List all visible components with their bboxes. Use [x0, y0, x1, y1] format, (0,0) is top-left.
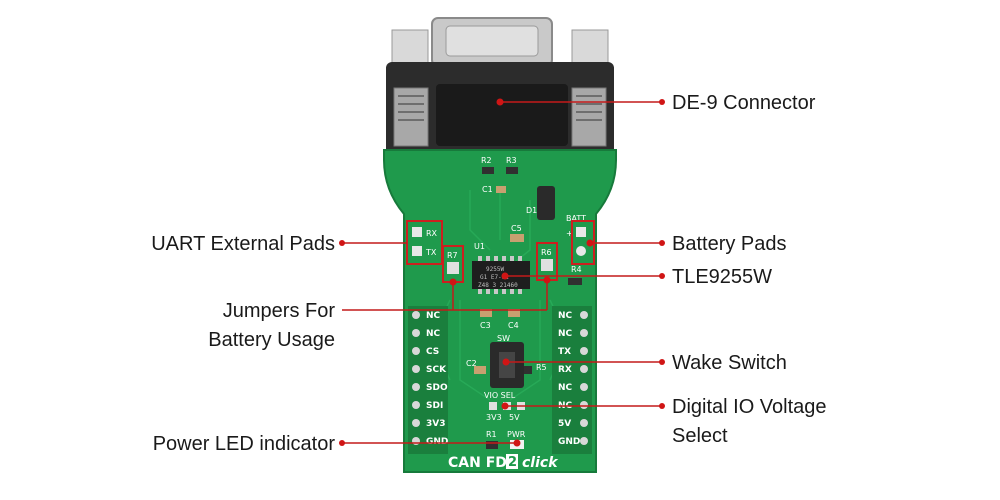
chip-marking-line3: Z48 3 21460 [478, 282, 518, 289]
label-vio-line2: Select [672, 425, 728, 447]
uart-pads-graphic [412, 227, 422, 256]
silk-sw: SW [497, 334, 510, 343]
silk-d1: D1 [526, 206, 537, 215]
label-power-led-indicator: Power LED indicator [153, 433, 336, 455]
small-components [474, 167, 582, 449]
label-uart-external-pads: UART External Pads [151, 233, 335, 255]
label-jumpers-line1: Jumpers For [223, 300, 336, 322]
silk-c2: C2 [466, 359, 477, 368]
silk-r6: R6 [541, 248, 552, 257]
chip-marking-line1: 9255W [486, 266, 504, 273]
silk-vio-sel: VIO SEL [484, 391, 516, 400]
silk-r3: R3 [506, 156, 517, 165]
right-pin-3: TX [558, 347, 571, 357]
silk-c5: C5 [511, 224, 522, 233]
left-pin-6: SDI [426, 401, 443, 411]
left-pin-7: 3V3 [426, 419, 446, 429]
brand-number: 2 [508, 455, 517, 470]
dot-vio [501, 402, 509, 410]
dot-wake [502, 358, 510, 366]
silk-r4: R4 [571, 265, 582, 274]
right-pin-5: NC [558, 383, 573, 393]
dot-battery-pads [586, 239, 594, 247]
callout-labels: DE-9 Connector UART External Pads Batter… [151, 92, 826, 455]
right-pin-8: GND [558, 437, 580, 447]
dot-jumper-r7 [449, 278, 457, 286]
label-de9-connector: DE-9 Connector [672, 92, 816, 114]
label-jumpers-line2: Battery Usage [208, 329, 335, 351]
board-brand: CAN FD 2 click [448, 454, 559, 471]
silk-u1: U1 [474, 242, 485, 251]
header-left: NC NC CS SCK SDO SDI 3V3 GND [408, 306, 448, 454]
silk-c3: C3 [480, 321, 491, 330]
dot-de9 [496, 98, 504, 106]
silk-r1: R1 [486, 430, 497, 439]
de9-connector-graphic [386, 17, 614, 156]
brand-can-fd: CAN FD [448, 455, 507, 471]
silk-c4: C4 [508, 321, 519, 330]
header-right: NC NC TX RX NC NC 5V GND [552, 306, 592, 454]
silk-3v3: 3V3 [486, 413, 502, 422]
silk-c1: C1 [482, 185, 493, 194]
label-vio-line1: Digital IO Voltage [672, 396, 827, 418]
battery-pads-graphic [576, 227, 586, 256]
dot-wake-end [659, 359, 665, 365]
silk-rx: RX [426, 229, 438, 238]
dot-tle-end [659, 273, 665, 279]
tle9255w-chip: 9255W G1 E7-62 Z48 3 21460 [472, 256, 530, 294]
dot-power-led-end [339, 440, 345, 446]
silk-batt: BATT [566, 214, 586, 223]
left-pin-1: NC [426, 311, 441, 321]
dot-tle [501, 272, 509, 280]
label-wake-switch: Wake Switch [672, 352, 787, 374]
label-tle9255w: TLE9255W [672, 266, 772, 288]
dot-jumper-r6 [543, 276, 551, 284]
silk-r5: R5 [536, 363, 547, 372]
dot-de9-end [659, 99, 665, 105]
silk-5v: 5V [509, 413, 520, 422]
battery-jumpers-graphic [447, 259, 553, 274]
dot-battery-end [659, 240, 665, 246]
right-pin-7: 5V [558, 419, 571, 429]
left-pin-8: GND [426, 437, 448, 447]
silk-plus: + [566, 229, 573, 238]
silk-r7: R7 [447, 251, 458, 260]
left-pin-5: SDO [426, 383, 448, 393]
dot-vio-end [659, 403, 665, 409]
right-pin-1: NC [558, 311, 573, 321]
chip-marking-line2: G1 E7-62 [480, 274, 509, 281]
left-pin-3: CS [426, 347, 439, 357]
left-pin-2: NC [426, 329, 441, 339]
right-pin-2: NC [558, 329, 573, 339]
brand-click: click [522, 455, 559, 471]
silk-r2: R2 [481, 156, 492, 165]
dot-power-led [513, 439, 521, 447]
silk-tx: TX [425, 248, 437, 257]
callout-lines [342, 101, 662, 444]
silkscreen: R2 R3 C1 D1 C5 U1 R7 R6 R4 C3 C4 RX TX B… [425, 156, 586, 439]
silk-pwr: PWR [507, 430, 526, 439]
callout-dots [339, 98, 665, 447]
label-battery-pads: Battery Pads [672, 233, 787, 255]
dot-uart-end [339, 240, 345, 246]
right-pin-4: RX [558, 365, 572, 375]
left-pin-4: SCK [426, 365, 447, 375]
